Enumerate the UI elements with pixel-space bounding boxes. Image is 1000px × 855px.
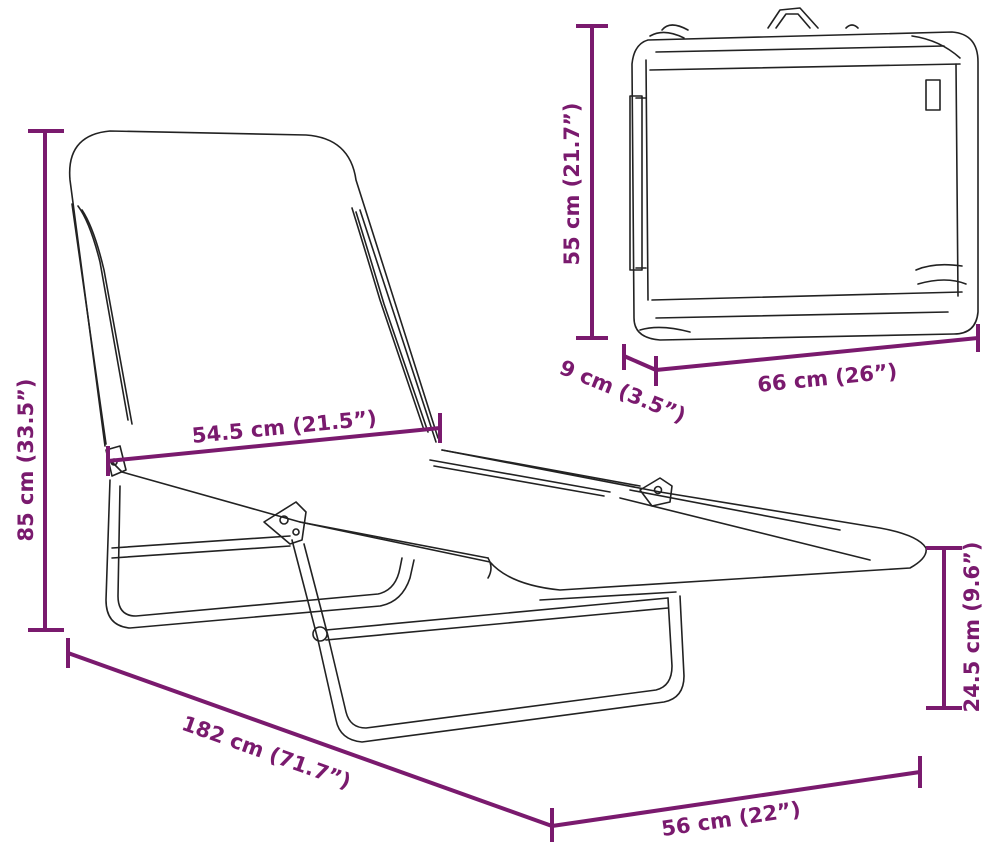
seat-height-label: 24.5 cm (9.6”) <box>960 542 984 713</box>
width-label: 56 cm (22”) <box>660 797 802 841</box>
folded-height-label: 55 cm (21.7”) <box>560 103 584 266</box>
folded-lounger-illustration <box>629 7 979 341</box>
height-total-label: 85 cm (33.5”) <box>14 379 38 542</box>
dimension-lines <box>28 24 980 842</box>
folded-width-label: 66 cm (26”) <box>756 359 898 397</box>
